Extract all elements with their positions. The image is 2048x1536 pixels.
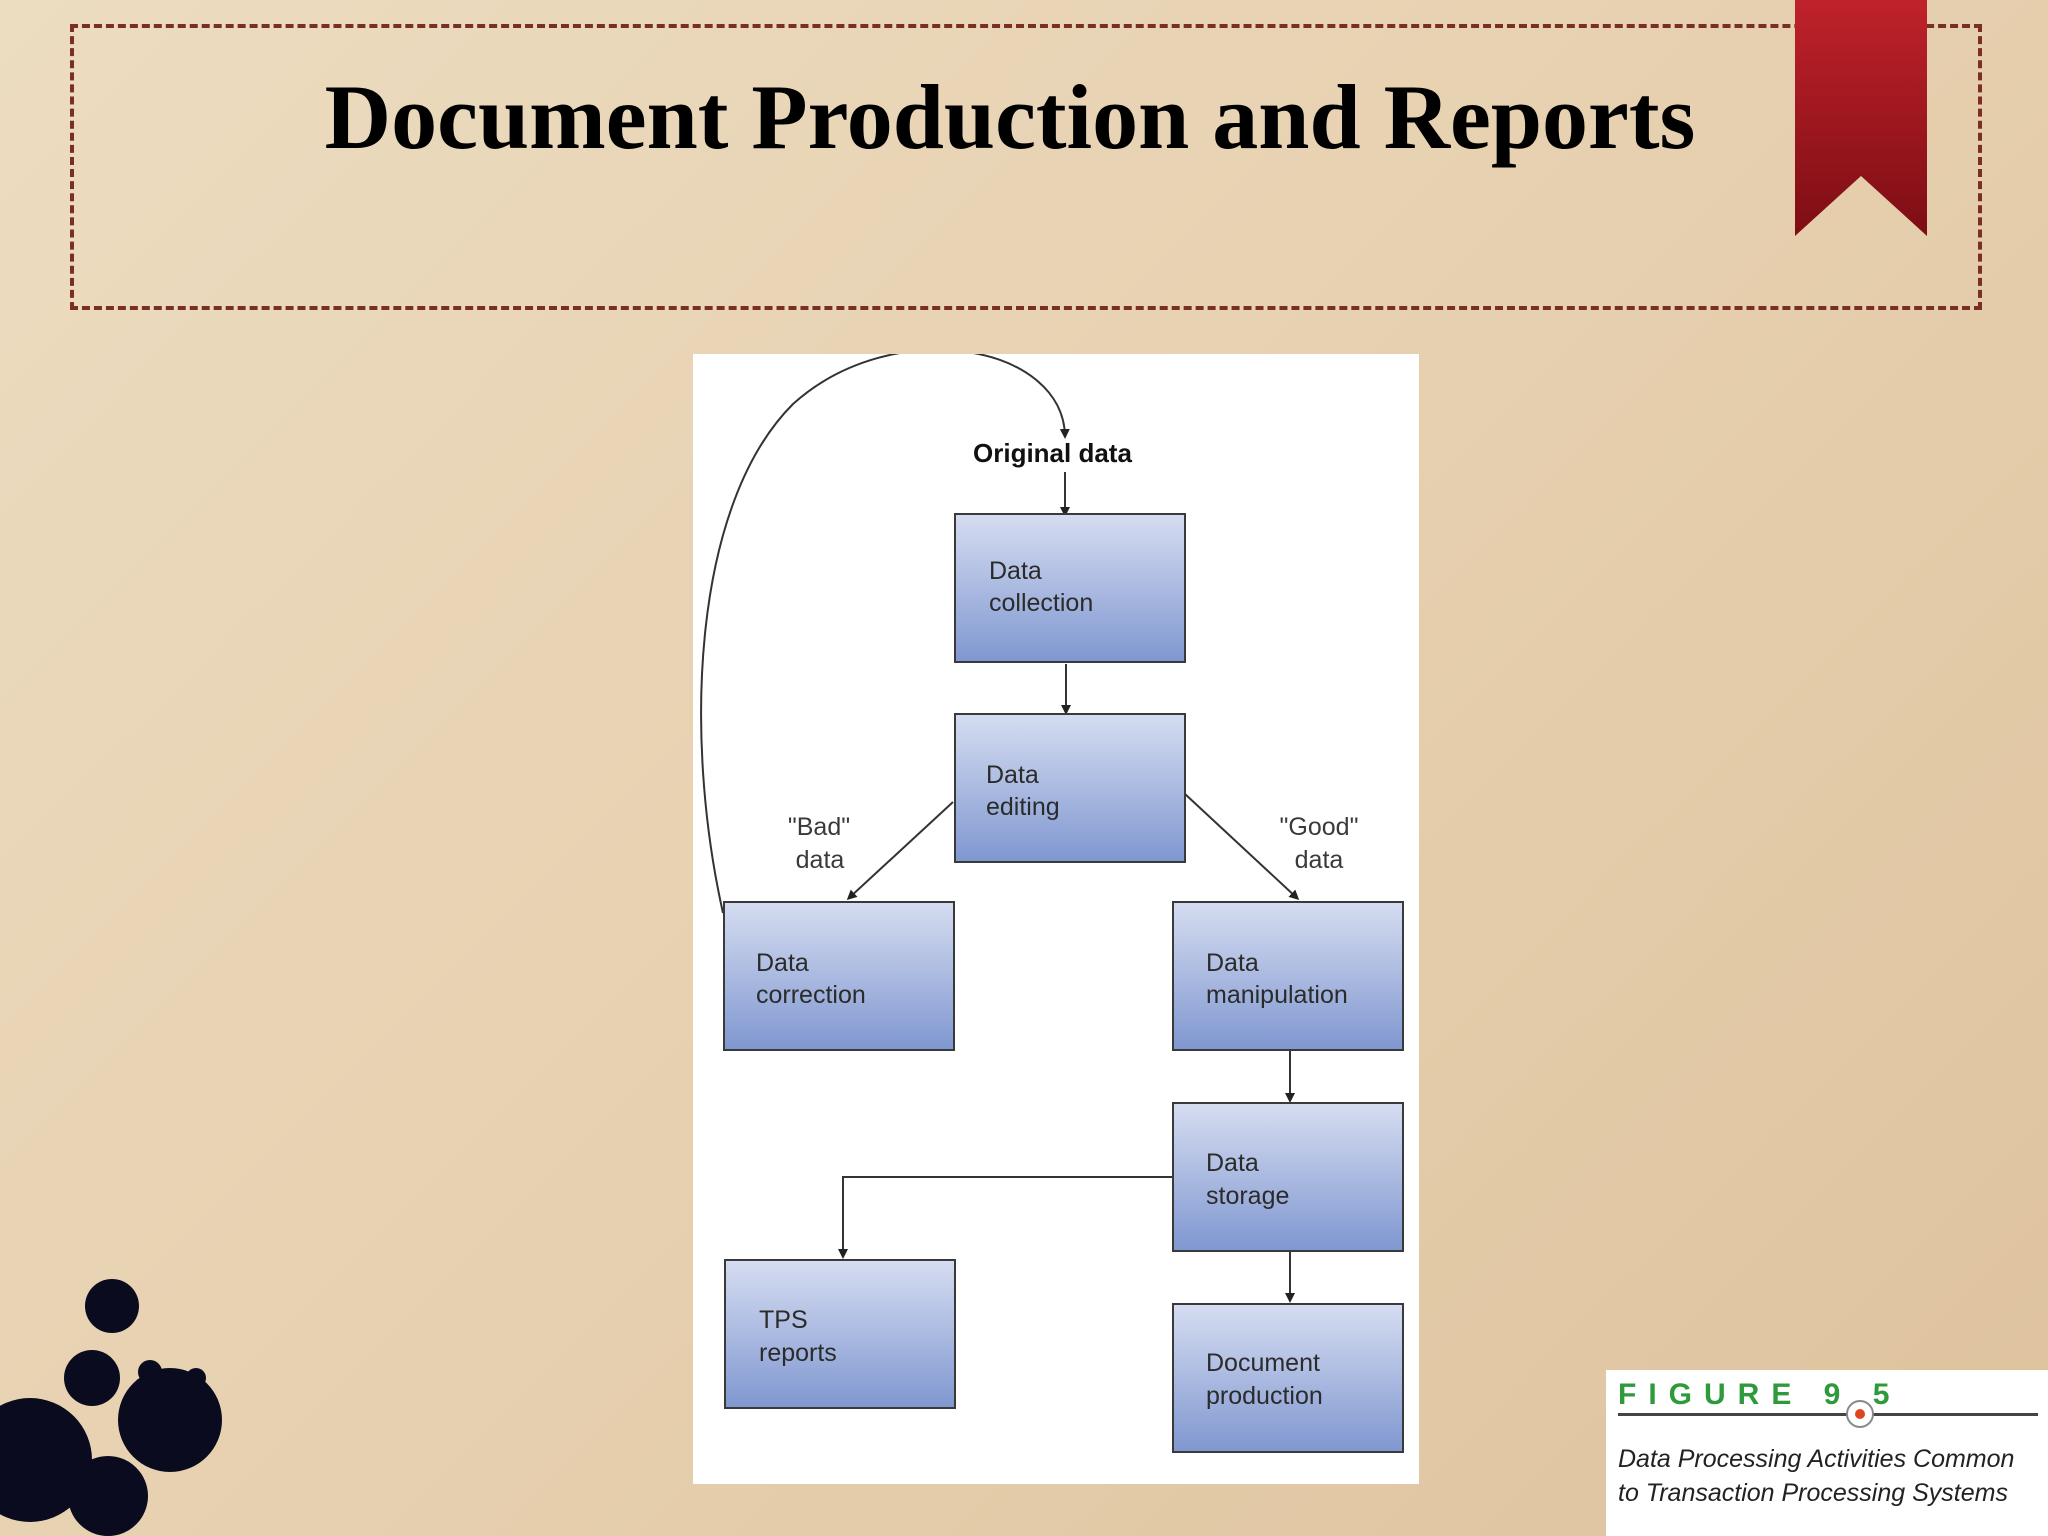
box-data-manipulation: Data manipulation <box>1172 901 1404 1051</box>
svg-text:Data: Data <box>1206 949 1259 977</box>
box-data-storage: Data storage <box>1172 1102 1404 1252</box>
figure-caption: Data Processing Activities Common to Tra… <box>1618 1442 2046 1510</box>
loop-back-arrow <box>700 354 1070 914</box>
arrow-editing-to-correction <box>846 801 954 901</box>
svg-text:Data: Data <box>989 557 1042 585</box>
good-data-label: "Good" data <box>1280 813 1359 874</box>
bad-data-label: "Bad" data <box>788 813 850 874</box>
svg-text:production: production <box>1206 1382 1323 1410</box>
arrow-storage-to-tps-reports <box>838 1176 1172 1259</box>
svg-text:Data: Data <box>986 761 1039 789</box>
ink-blot-decoration-icon <box>0 1279 222 1536</box>
svg-text:Data: Data <box>1206 1149 1259 1177</box>
svg-text:data: data <box>796 846 845 874</box>
svg-text:manipulation: manipulation <box>1206 981 1348 1009</box>
svg-text:collection: collection <box>989 589 1093 617</box>
slide-title: Document Production and Reports <box>324 66 1696 168</box>
svg-text:storage: storage <box>1206 1182 1289 1210</box>
figure-dot-icon <box>1846 1400 1874 1428</box>
svg-text:Data: Data <box>756 949 809 977</box>
svg-text:"Bad": "Bad" <box>788 813 850 841</box>
title-frame <box>70 24 1982 310</box>
svg-text:data: data <box>1295 846 1344 874</box>
original-data-label: Original data <box>973 438 1132 468</box>
svg-text:correction: correction <box>756 981 866 1009</box>
box-data-editing: Data editing <box>954 713 1186 863</box>
flow-diagram: Original data Data collection Data editi… <box>693 354 1419 1484</box>
bookmark-ribbon-icon <box>1795 0 1927 236</box>
arrow-editing-to-manipulation <box>1184 793 1300 901</box>
svg-text:reports: reports <box>759 1339 837 1367</box>
figure-caption-line-2: to Transaction Processing Systems <box>1618 1479 2008 1507</box>
svg-text:Document: Document <box>1206 1349 1320 1377</box>
svg-text:editing: editing <box>986 793 1060 821</box>
svg-text:TPS: TPS <box>759 1306 808 1334</box>
box-data-correction: Data correction <box>723 901 955 1051</box>
figure-caption-card: FIGURE 9 5 Data Processing Activities Co… <box>1606 1370 2048 1536</box>
svg-text:"Good": "Good" <box>1280 813 1359 841</box>
box-data-collection: Data collection <box>954 513 1186 663</box>
figure-rule <box>1618 1413 2038 1416</box>
box-tps-reports: TPS reports <box>724 1259 956 1409</box>
figure-caption-line-1: Data Processing Activities Common <box>1618 1445 2015 1473</box>
box-document-production: Document production <box>1172 1303 1404 1453</box>
figure-heading: FIGURE 9 5 <box>1618 1378 1902 1411</box>
